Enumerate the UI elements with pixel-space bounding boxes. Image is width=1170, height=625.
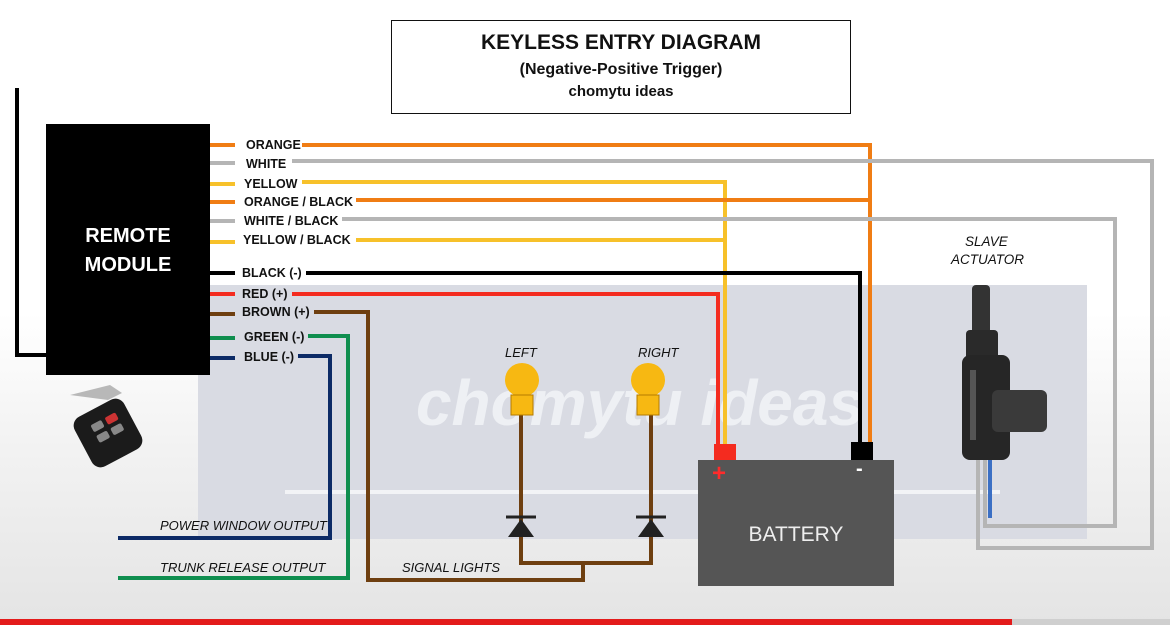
wire-label-white: WHITE (246, 157, 287, 171)
left-bulb-icon (505, 363, 539, 416)
wire-brown (314, 310, 585, 582)
wire-red (292, 292, 720, 448)
diagram-subtitle: (Negative-Positive Trigger) (519, 61, 723, 78)
left-diode-icon (506, 515, 536, 537)
right-light-label: RIGHT (638, 345, 679, 360)
title-box: KEYLESS ENTRY DIAGRAM (Negative-Positive… (391, 20, 851, 114)
wire-ground-loop (15, 88, 46, 357)
wire-label-brown: BROWN (+) (242, 305, 310, 319)
module-label-line1: REMOTE (85, 225, 171, 247)
right-diode-icon (636, 515, 666, 537)
wire-green (118, 334, 350, 580)
actuator-label-line2: ACTUATOR (951, 252, 1025, 267)
wire-label-orange-black: ORANGE / BLACK (244, 195, 354, 209)
battery-negative-terminal (851, 442, 873, 460)
wire-white-black (342, 217, 1117, 528)
wire-blue (118, 354, 332, 540)
wire-white (292, 159, 1154, 550)
slave-actuator-icon (962, 285, 1047, 460)
wire-signal-lights (519, 414, 653, 565)
power-window-output-label: POWER WINDOW OUTPUT (160, 518, 327, 533)
remote-module: REMOTE MODULE (46, 124, 210, 375)
wire-label-green: GREEN (-) (244, 330, 305, 344)
wire-label-red: RED (+) (242, 287, 288, 301)
wire-label-black: BLACK (-) (242, 266, 302, 280)
key-fob-icon (70, 385, 143, 468)
wire-label-yellow-black: YELLOW / BLACK (243, 233, 351, 247)
video-progress-fill (0, 619, 1013, 625)
left-light-label: LEFT (505, 345, 537, 360)
diagram-title: KEYLESS ENTRY DIAGRAM (480, 31, 762, 54)
diagram-credit: chomytu ideas (568, 83, 674, 100)
battery-plus-sign: + (712, 460, 727, 487)
wire-orange (302, 143, 872, 450)
module-label-line2: MODULE (84, 254, 172, 276)
wire-black (306, 271, 862, 445)
battery-positive-terminal (714, 444, 736, 460)
trunk-release-output-label: TRUNK RELEASE OUTPUT (160, 560, 326, 575)
wire-label-yellow: YELLOW (244, 177, 298, 191)
battery-label: BATTERY (748, 523, 844, 546)
actuator-label-line1: SLAVE (965, 234, 1008, 249)
right-bulb-icon (631, 363, 665, 416)
wire-yellow (302, 180, 727, 448)
wire-label-white-black: WHITE / BLACK (244, 214, 339, 228)
battery: BATTERY (698, 460, 894, 586)
signal-lights-label: SIGNAL LIGHTS (402, 560, 501, 575)
wire-label-orange: ORANGE (246, 138, 301, 152)
battery-minus-sign: - (856, 458, 863, 480)
wire-label-blue: BLUE (-) (244, 350, 294, 364)
